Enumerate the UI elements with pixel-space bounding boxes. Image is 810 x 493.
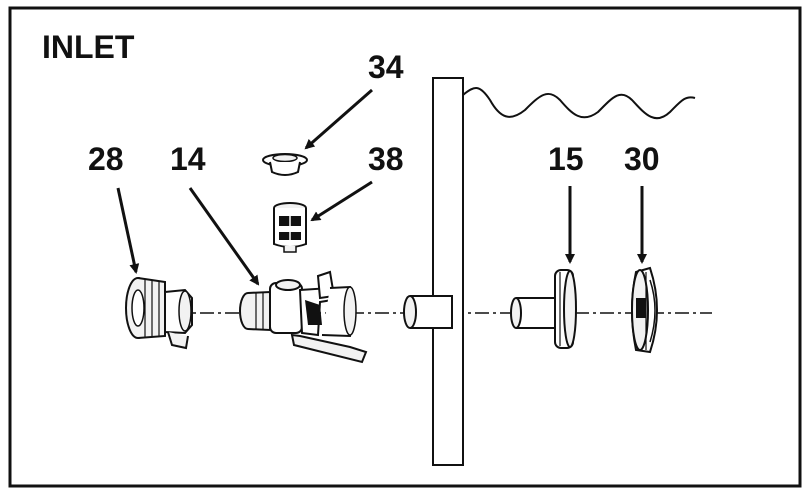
part-15-connector (510, 269, 577, 349)
part-28-hose-adapter (125, 277, 193, 350)
callout-label-30: 30 (624, 141, 660, 177)
callout-label-34: 34 (368, 49, 404, 85)
callout-label-15: 15 (548, 141, 584, 177)
callout-arrow-28 (116, 187, 140, 274)
diagram-title: INLET (42, 29, 135, 65)
callout-label-28: 28 (88, 141, 124, 177)
diagram-border (8, 6, 802, 488)
part-38-strainer (273, 202, 307, 253)
callout-label-14: 14 (170, 141, 206, 177)
callout-label-38: 38 (368, 141, 404, 177)
part-34-cap (262, 153, 308, 176)
callout-arrow-34 (304, 88, 373, 150)
pool-wall (432, 77, 696, 466)
water-line (462, 87, 696, 120)
part-30-nut (631, 266, 658, 354)
wall-connector-tube (403, 295, 453, 329)
part-14-valve (239, 270, 368, 364)
callout-arrow-38 (310, 180, 373, 222)
callout-arrow-14 (188, 187, 260, 286)
